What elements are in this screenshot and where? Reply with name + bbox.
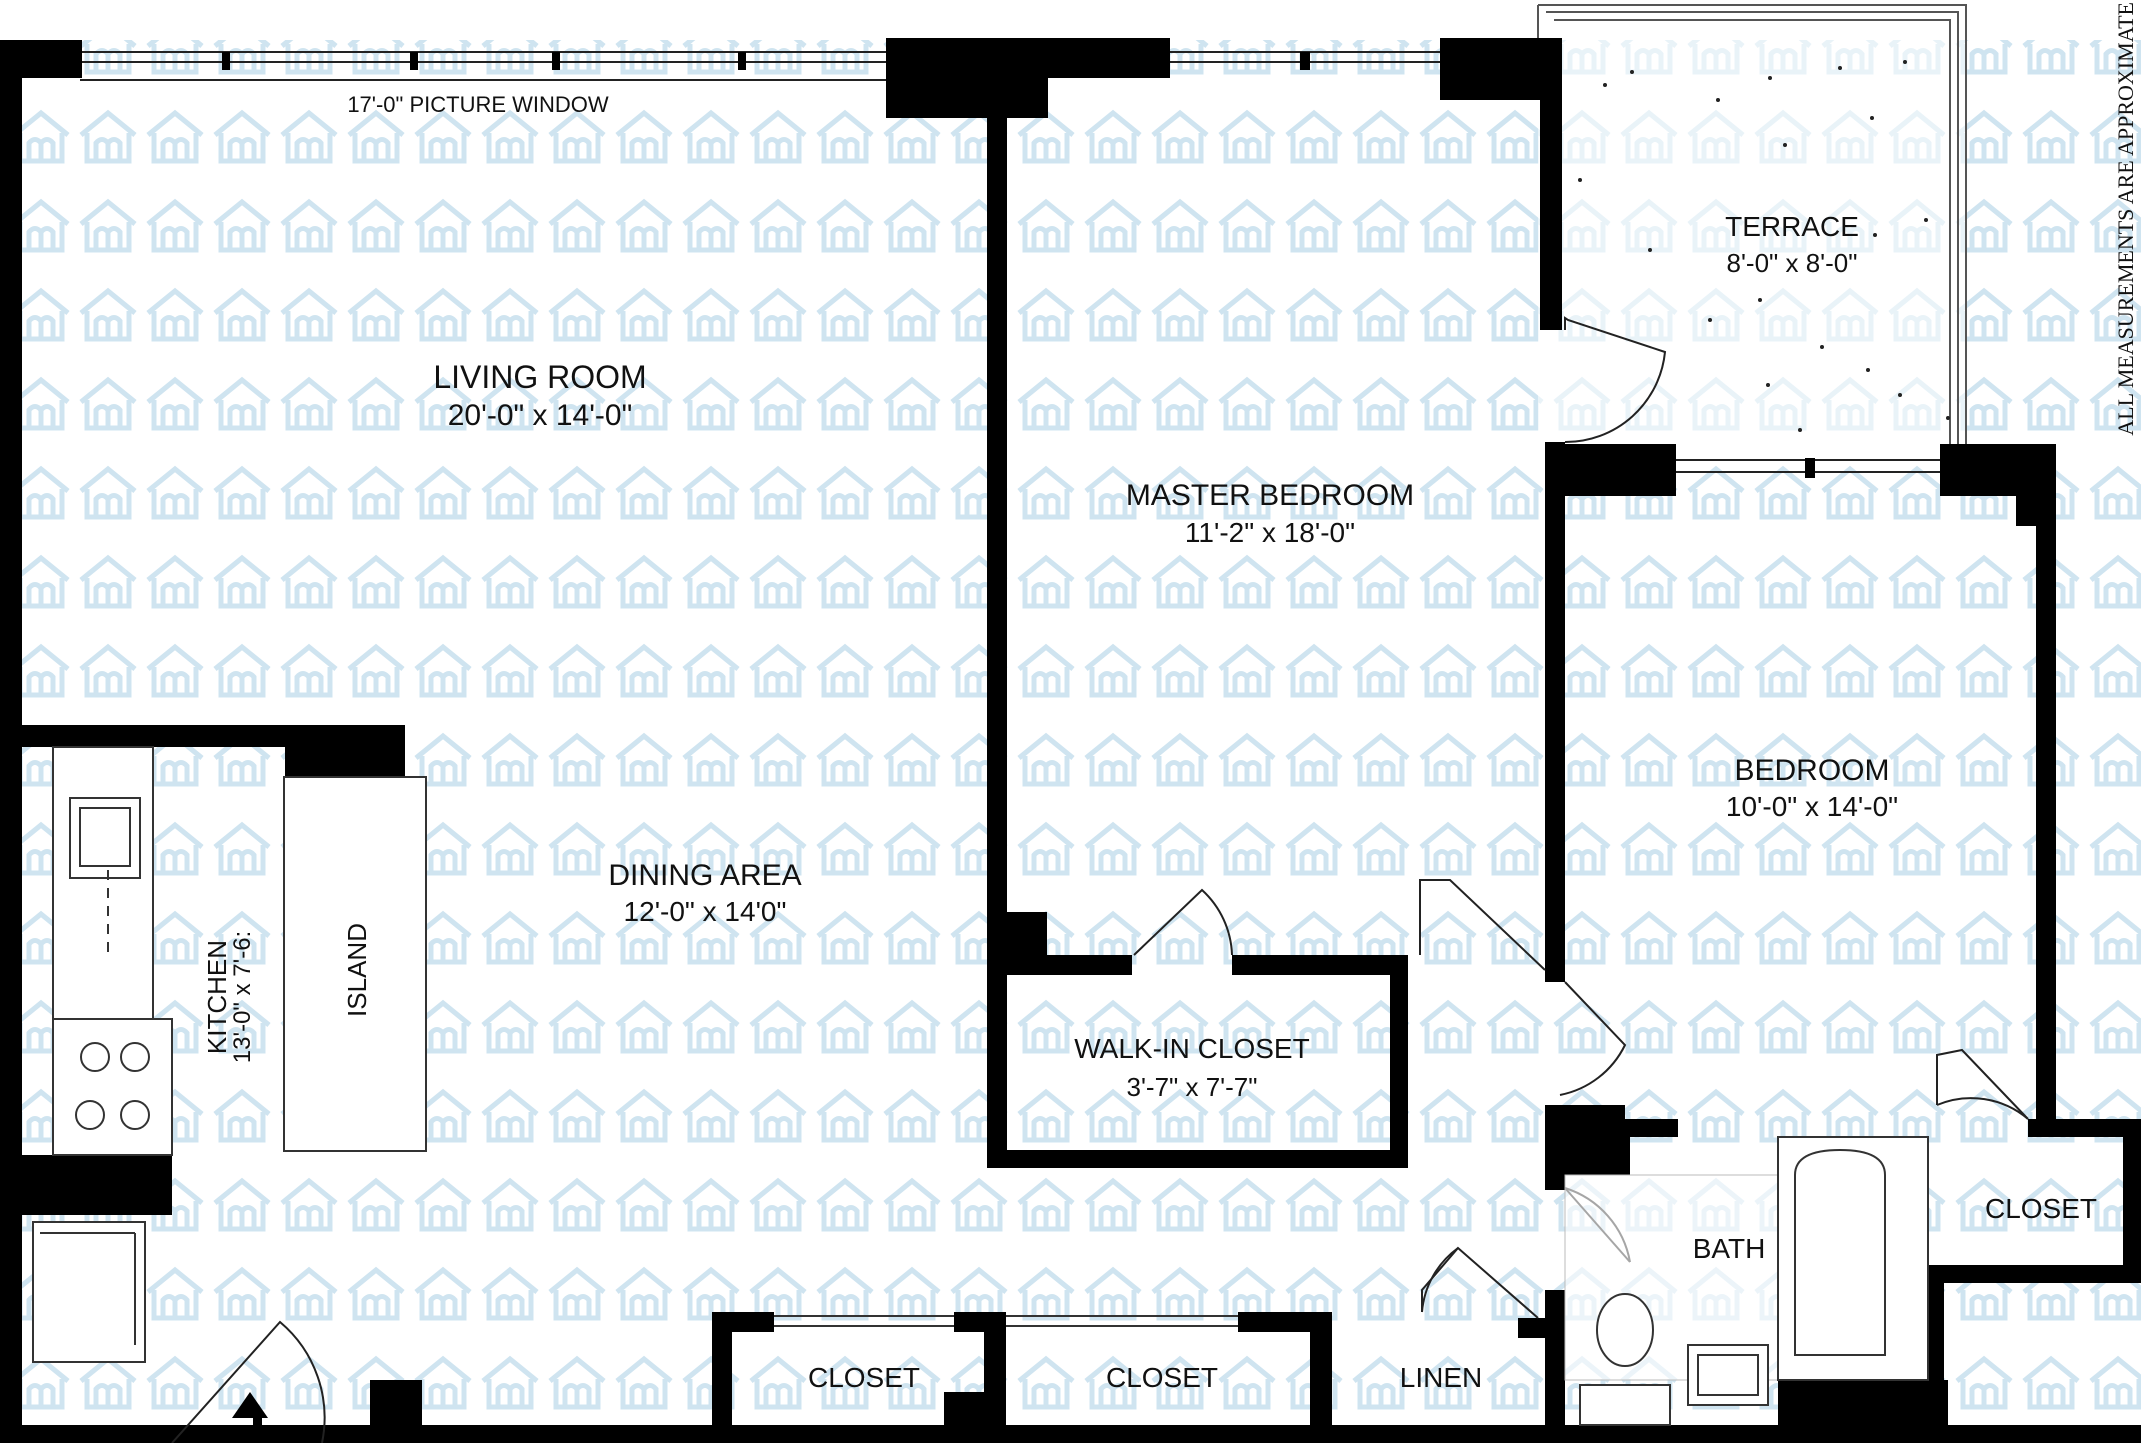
toilet-icon (1579, 1293, 1671, 1426)
bath-label: BATH (1693, 1233, 1766, 1264)
walk-in-closet-name: WALK-IN CLOSET (1074, 1033, 1309, 1064)
stove-icon (75, 1042, 150, 1130)
terrace-area (1537, 4, 1967, 450)
kitchen-island (283, 776, 427, 1152)
window-mullions (222, 52, 1310, 70)
living-room-dims: 20'-0" x 14'-0" (448, 399, 633, 432)
hall-closet-2-label: CLOSET (1106, 1362, 1218, 1393)
entry-arrow-icon (232, 1392, 268, 1443)
island-label: ISLAND (342, 923, 372, 1017)
master-bedroom-name: MASTER BEDROOM (1126, 479, 1414, 512)
living-room-name: LIVING ROOM (433, 359, 646, 395)
bedroom-closet-label: CLOSET (1985, 1193, 2097, 1224)
door-swings (171, 316, 2029, 1443)
hall-closet-1-label: CLOSET (808, 1362, 920, 1393)
dining-area-name: DINING AREA (608, 859, 801, 892)
bedroom-dims: 10'-0" x 14'-0" (1726, 791, 1898, 822)
kitchen-name: KITCHEN (202, 940, 232, 1054)
linen-closet-label: LINEN (1400, 1362, 1482, 1393)
kitchen-counter (32, 746, 173, 1363)
terrace-window-mullion (1805, 458, 1815, 478)
walk-in-closet-dims: 3'-7" x 7'-7" (1127, 1072, 1258, 1102)
disclaimer-text: ALL MEASUREMENTS ARE APPROXIMATE (2113, 2, 2138, 436)
sliding-closet-doors (774, 1315, 1238, 1327)
bedroom-name: BEDROOM (1734, 754, 1889, 787)
terrace-dims: 8'-0" x 8'-0" (1727, 248, 1858, 278)
master-bedroom-dims: 11'-2" x 18'-0" (1185, 517, 1355, 548)
sink-icon (69, 797, 141, 879)
dining-area-dims: 12'-0" x 14'0" (624, 896, 787, 927)
bathtub-icon (1777, 1136, 1929, 1381)
kitchen-dims: 13'-0" x 7'-6: (229, 931, 256, 1063)
terrace-name: TERRACE (1725, 211, 1859, 242)
bath-sink-icon (1687, 1344, 1769, 1406)
window-label: 17'-0" PICTURE WINDOW (347, 92, 609, 117)
walls (0, 38, 2141, 1443)
